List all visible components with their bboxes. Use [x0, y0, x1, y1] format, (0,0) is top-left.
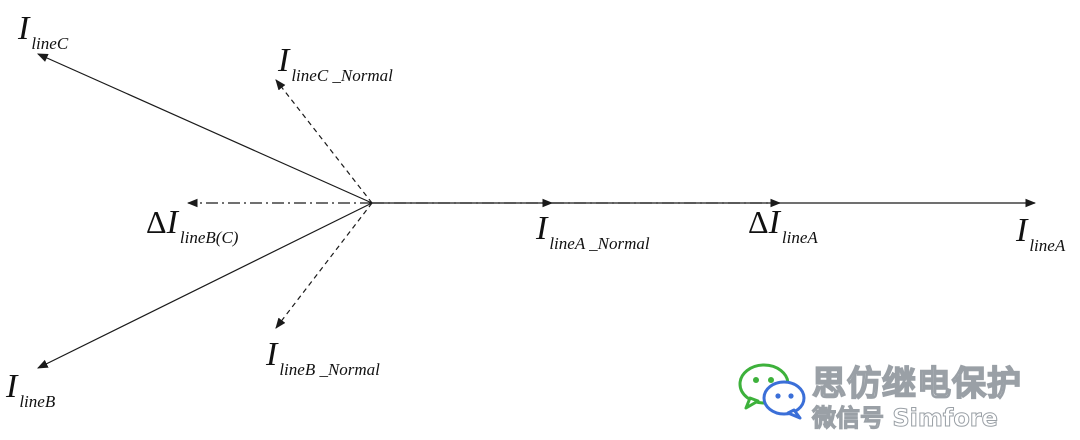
vector-i-line-c — [37, 53, 373, 204]
watermark-account: 微信号 Simfore — [812, 404, 999, 433]
wechat-icon — [738, 363, 806, 420]
watermark-name: 思仿继电保护 — [811, 363, 1022, 405]
vector-i-line-b — [37, 202, 373, 369]
watermark: 思仿继电保护 微信号 Simfore — [738, 354, 1068, 434]
vector-i-line-b-normal — [275, 202, 373, 329]
vector-i-line-c-normal — [275, 79, 373, 204]
